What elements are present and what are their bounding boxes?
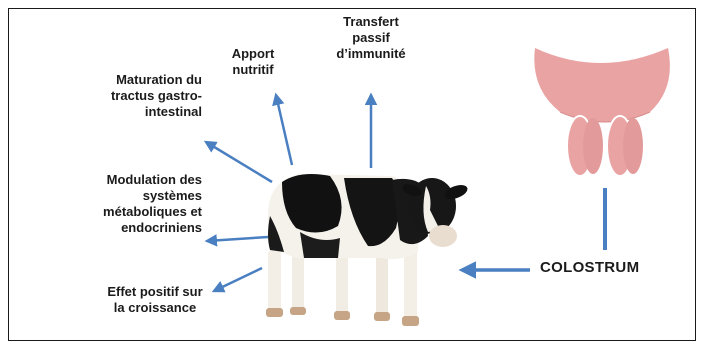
arrow-modulation xyxy=(207,237,268,241)
label-apport: Apport nutritif xyxy=(217,46,289,78)
arrow-effet xyxy=(214,268,262,291)
label-modulation: Modulation des systèmes métaboliques et … xyxy=(70,172,202,236)
colostrum-label: COLOSTRUM xyxy=(540,259,639,276)
label-maturation: Maturation du tractus gastro- intestinal xyxy=(98,72,202,120)
label-effet: Effet positif sur la croissance xyxy=(104,284,206,316)
arrow-apport xyxy=(276,95,292,165)
udder-icon xyxy=(534,48,670,176)
arrow-maturation xyxy=(206,142,272,182)
label-transfert: Transfert passif d’immunité xyxy=(325,14,417,62)
calf-illustration xyxy=(266,174,469,326)
